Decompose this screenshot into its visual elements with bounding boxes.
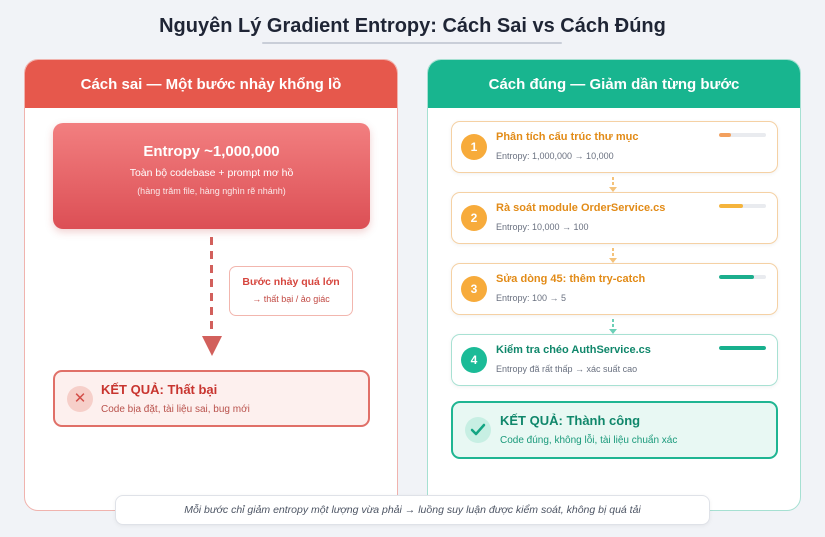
step-title: Phân tích cấu trúc thư mục: [496, 131, 639, 143]
check-icon: [465, 417, 491, 443]
step-entropy: Entropy đã rất thấp → xác suất cao: [496, 364, 638, 374]
step-title: Rà soát module OrderService.cs: [496, 202, 666, 214]
page-title: Nguyên Lý Gradient Entropy: Cách Sai vs …: [159, 15, 666, 37]
success-result-title: KẾT QUẢ: Thành công: [500, 413, 641, 428]
x-icon: ✕: [67, 386, 93, 412]
step-card: 2 Rà soát module OrderService.cs Entropy…: [451, 192, 778, 244]
jump-subtitle: → thất bại / ảo giác: [252, 294, 330, 304]
step-progress-bar: [719, 275, 766, 279]
step-progress-fill: [719, 204, 743, 208]
step-entropy: Entropy: 100 → 5: [496, 293, 567, 303]
wrong-panel-header: Cách sai — Một bước nhảy khổng lồ: [25, 60, 397, 108]
step-title: Sửa dòng 45: thêm try-catch: [496, 273, 646, 285]
step-number-badge: 3: [461, 276, 487, 302]
step-entropy: Entropy: 1,000,000 → 10,000: [496, 151, 614, 161]
step-progress-bar: [719, 133, 766, 137]
step-card: 3 Sửa dòng 45: thêm try-catch Entropy: 1…: [451, 263, 778, 315]
jump-title: Bước nhảy quá lớn: [242, 276, 340, 288]
step-progress-fill: [719, 275, 755, 279]
step-number-badge: 4: [461, 347, 487, 373]
footer-note: Mỗi bước chỉ giảm entropy một lượng vừa …: [115, 495, 710, 525]
step-card: 4 Kiểm tra chéo AuthService.cs Entropy đ…: [451, 334, 778, 386]
step-arrow-icon: [609, 319, 617, 334]
fail-result-box: ✕ KẾT QUẢ: Thất bại Code bịa đặt, tài li…: [53, 370, 370, 427]
high-entropy-box: Entropy ~1,000,000 Toàn bộ codebase + pr…: [53, 123, 370, 229]
jump-callout: Bước nhảy quá lớn → thất bại / ảo giác: [229, 266, 353, 316]
step-number-badge: 1: [461, 134, 487, 160]
fail-result-subtitle: Code bịa đặt, tài liệu sai, bug mới: [101, 404, 250, 415]
step-progress-bar: [719, 204, 766, 208]
jump-dashed-line: [210, 237, 213, 335]
step-card: 1 Phân tích cấu trúc thư mục Entropy: 1,…: [451, 121, 778, 173]
entropy-title: Entropy ~1,000,000: [143, 143, 280, 160]
step-progress-fill: [719, 346, 766, 350]
success-result-box: KẾT QUẢ: Thành công Code đúng, không lỗi…: [451, 401, 778, 459]
step-entropy: Entropy: 10,000 → 100: [496, 222, 589, 232]
wrong-approach-panel: Cách sai — Một bước nhảy khổng lồ Entrop…: [24, 59, 398, 511]
step-arrow-icon: [609, 248, 617, 263]
right-approach-panel: Cách đúng — Giảm dần từng bước 1 Phân tí…: [427, 59, 801, 511]
right-panel-header: Cách đúng — Giảm dần từng bước: [428, 60, 800, 108]
step-number-badge: 2: [461, 205, 487, 231]
step-arrow-icon: [609, 177, 617, 192]
arrow-down-icon: [202, 336, 222, 356]
step-title: Kiểm tra chéo AuthService.cs: [496, 344, 651, 356]
success-result-subtitle: Code đúng, không lỗi, tài liệu chuẩn xác: [500, 435, 678, 446]
step-progress-fill: [719, 133, 731, 137]
entropy-note: (hàng trăm file, hàng nghìn rẽ nhánh): [137, 186, 286, 196]
entropy-subtitle: Toàn bộ codebase + prompt mơ hồ: [129, 167, 294, 179]
step-progress-bar: [719, 346, 766, 350]
fail-result-title: KẾT QUẢ: Thất bại: [101, 382, 218, 397]
title-underline: [262, 42, 562, 44]
